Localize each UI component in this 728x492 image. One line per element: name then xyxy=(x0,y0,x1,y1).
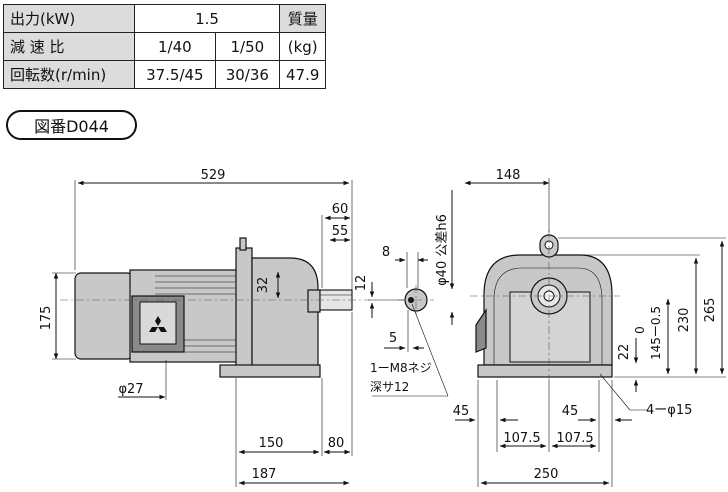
motor-flange xyxy=(235,247,253,369)
spec-label-speed: 回転数(r/min) xyxy=(3,60,135,89)
side-base-foot xyxy=(219,364,321,378)
shaft-end-detail: 8 12 φ40 公差h6 5 1ーM8ネジ 深サ12 xyxy=(354,190,455,397)
spec-value-ratio-2: 1/50 xyxy=(214,32,281,61)
side-view xyxy=(60,237,370,378)
dim-key-8: 8 xyxy=(382,245,390,260)
spec-value-ratio-1: 1/40 xyxy=(134,32,216,61)
side-dimensions: 529 60 55 175 32 φ27 150 80 187 xyxy=(39,168,353,487)
spec-label-output: 出力(kW) xyxy=(3,4,135,33)
drawing-number-badge: 図番D044 xyxy=(6,110,137,140)
holes-spec: 4ーφ15 xyxy=(646,403,692,418)
dim-center-height: 145ー0.5 xyxy=(649,306,663,360)
dim-height-265: 265 xyxy=(703,298,718,323)
dim-half-107-left: 107.5 xyxy=(503,431,540,446)
dim-height-230: 230 xyxy=(677,308,692,333)
spec-value-speed-1: 37.5/45 xyxy=(134,60,216,89)
dim-shaft-dia: φ40 公差h6 xyxy=(435,214,450,286)
dim-side-45-left: 45 xyxy=(453,404,470,419)
dim-base-150: 150 xyxy=(259,436,284,451)
front-side-handle xyxy=(475,308,487,353)
motor-end-cover xyxy=(74,272,134,360)
dim-overall-length: 529 xyxy=(201,168,226,183)
dim-width-250: 250 xyxy=(534,467,559,482)
dim-height-32: 32 xyxy=(256,277,271,294)
tap-spec: 1ーM8ネジ xyxy=(370,361,432,375)
dim-width-148: 148 xyxy=(496,168,521,183)
spec-table: 出力(kW) 1.5 質量 減 速 比 1/40 1/50 (kg) 回転数(r… xyxy=(3,4,327,89)
gearbox-housing xyxy=(251,257,319,369)
tap-depth: 深サ12 xyxy=(370,380,409,394)
spec-label-ratio: 減 速 比 xyxy=(3,32,135,61)
dim-shaft-60: 60 xyxy=(332,202,349,217)
spec-value-speed-2: 30/36 xyxy=(214,60,281,89)
dim-base-187: 187 xyxy=(252,467,277,482)
spec-mass-value: 47.9 xyxy=(278,60,327,89)
mitsubishi-logo-icon xyxy=(149,316,167,332)
dim-base-80: 80 xyxy=(328,436,345,451)
dim-key-5: 5 xyxy=(389,331,397,346)
dim-motor-175: 175 xyxy=(39,306,54,331)
dim-center-tol: 0 xyxy=(633,326,647,334)
drawing-number: 図番D044 xyxy=(34,117,109,136)
spec-mass-header: 質量 xyxy=(278,4,327,33)
dim-dia-27: φ27 xyxy=(118,382,143,397)
front-base xyxy=(477,364,613,378)
dim-half-107-right: 107.5 xyxy=(556,431,593,446)
dim-foot-22: 22 xyxy=(617,344,632,361)
dim-shaft-55: 55 xyxy=(332,224,349,239)
dim-side-45-right: 45 xyxy=(562,404,579,419)
dim-key-12: 12 xyxy=(354,275,369,292)
front-view xyxy=(470,230,620,380)
front-dimensions: 148 265 230 145ー0.5 0 22 45 45 107.5 107… xyxy=(453,168,726,487)
